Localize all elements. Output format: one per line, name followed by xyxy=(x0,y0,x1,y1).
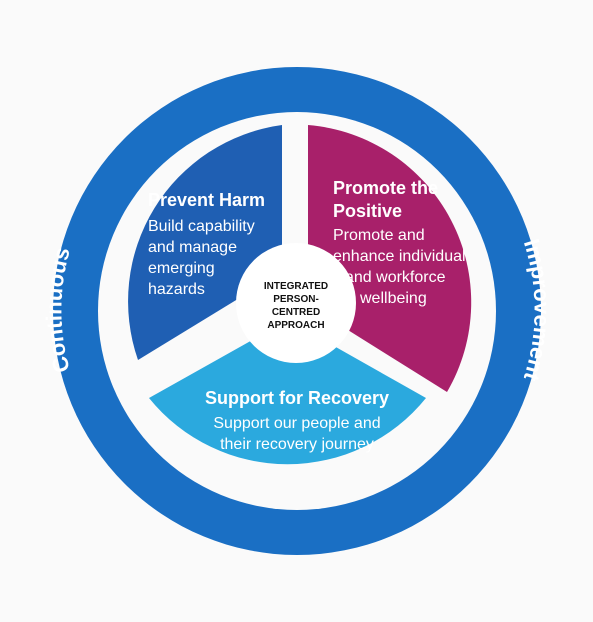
prevent-harm-line-1: Build capability xyxy=(148,218,255,235)
prevent-harm-line-2: and manage xyxy=(148,239,237,256)
promote-title-line-2: Positive xyxy=(333,201,402,221)
promote-line-4: wellbeing xyxy=(359,290,427,307)
segment-support-recovery xyxy=(149,320,426,465)
recovery-line-2: their recovery journey xyxy=(220,436,374,453)
center-line-4: APPROACH xyxy=(267,320,324,331)
promote-line-1: Promote and xyxy=(333,227,425,244)
segment-prevent-harm xyxy=(128,125,282,360)
prevent-harm-line-3: emerging xyxy=(148,260,215,277)
center-line-2: PERSON- xyxy=(273,294,319,305)
center-circle xyxy=(236,243,356,363)
center-line-1: INTEGRATED xyxy=(264,281,328,292)
promote-line-3: and workforce xyxy=(345,269,446,286)
prevent-harm-title: Prevent Harm xyxy=(148,190,265,210)
prevent-harm-line-4: hazards xyxy=(148,281,205,298)
promote-title-line-1: Promote the xyxy=(333,178,438,198)
promote-line-2: enhance individual xyxy=(333,248,466,265)
center-line-3: CENTRED xyxy=(272,307,320,318)
recovery-line-1: Support our people and xyxy=(213,415,380,432)
recovery-title: Support for Recovery xyxy=(205,388,389,408)
